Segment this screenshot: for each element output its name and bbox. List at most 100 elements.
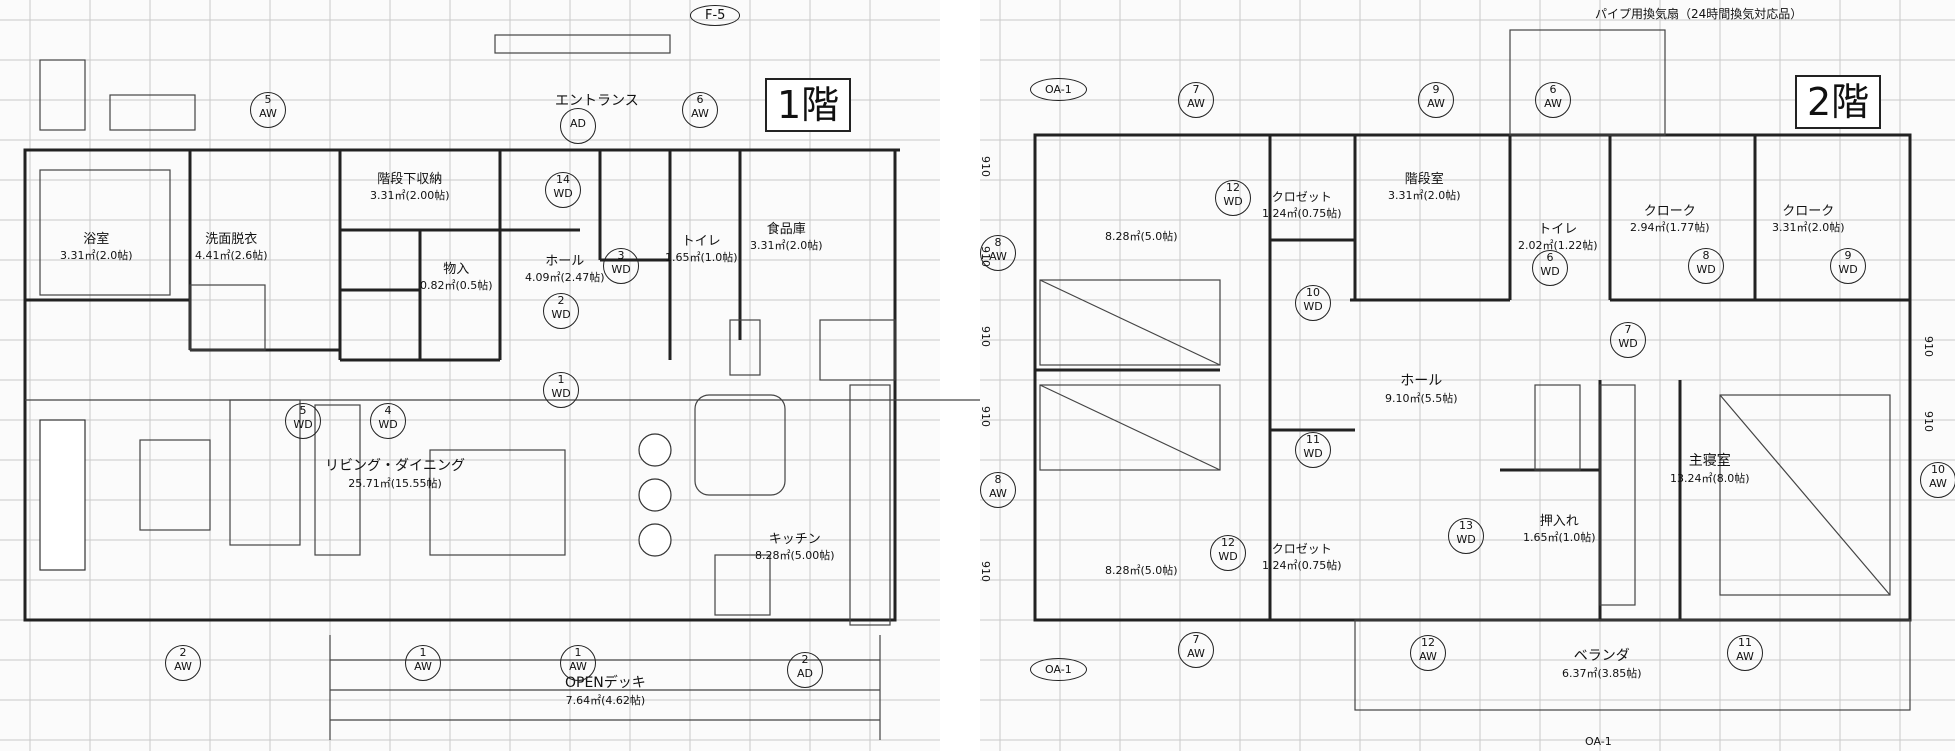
room-2f-hall: ホール 9.10㎡(5.5帖) xyxy=(1385,370,1458,406)
fitting-num: 13 xyxy=(1459,519,1473,532)
room-2f-toilet: トイレ 2.02㎡(1.22帖) xyxy=(1518,218,1598,253)
fitting-num: 8 xyxy=(994,236,1002,249)
room-name: 洗面脱衣 xyxy=(205,232,258,247)
floor-tag-1f: 1階 xyxy=(765,78,852,132)
room-name: 物入 xyxy=(443,262,470,277)
room-area: 1.24㎡(0.75帖) xyxy=(1262,559,1342,572)
fitting-num: 3 xyxy=(617,249,625,262)
fitting-num: 12 xyxy=(1226,181,1240,194)
fitting-num: 9 xyxy=(1432,83,1440,96)
fitting-num: 2 xyxy=(179,646,187,659)
room-name: 食品庫 xyxy=(766,222,806,237)
fitting-num: 12 xyxy=(1221,536,1235,549)
dim-label: 910 xyxy=(979,561,992,582)
room-2f-oshiire: 押入れ 1.65㎡(1.0帖) xyxy=(1523,510,1596,545)
oa-label: OA-1 xyxy=(1030,658,1087,681)
fitting-num: 11 xyxy=(1306,433,1320,446)
room-open-deck: OPENデッキ 7.64㎡(4.62帖) xyxy=(565,672,646,708)
room-name: 階段下収納 xyxy=(377,172,443,187)
fitting-num: 6 xyxy=(1549,83,1557,96)
oa-label: OA-1 xyxy=(1585,735,1612,748)
room-pantry: 食品庫 3.31㎡(2.0帖) xyxy=(750,218,823,253)
dim-label: 910 xyxy=(1922,411,1935,432)
fitting-type: WD xyxy=(551,307,571,321)
fitting-type: AW xyxy=(569,659,587,673)
fitting-type: AW xyxy=(989,249,1007,263)
room-area: 7.64㎡(4.62帖) xyxy=(565,694,646,707)
fitting-num: 1 xyxy=(574,646,582,659)
fitting-type: AW xyxy=(1419,649,1437,663)
room-area: 3.31㎡(2.0帖) xyxy=(60,249,133,262)
room-2f-cloak-b: クローク 3.31㎡(2.0帖) xyxy=(1772,200,1845,235)
fitting-type: AW xyxy=(691,106,709,120)
fitting-num: 2 xyxy=(801,653,809,666)
fitting-num: 8 xyxy=(994,473,1002,486)
fitting-type: AD xyxy=(797,666,813,680)
fitting-num: 10 xyxy=(1931,463,1945,476)
fitting-num: 8 xyxy=(1702,249,1710,262)
room-area: 8.28㎡(5.00帖) xyxy=(755,549,835,562)
fitting-type: WD xyxy=(1303,446,1323,460)
fitting-num: 1 xyxy=(419,646,427,659)
fitting-type: AW xyxy=(1187,96,1205,110)
room-name: クローク xyxy=(1643,204,1696,219)
fitting-type: AW xyxy=(1544,96,1562,110)
fitting-type: WD xyxy=(611,262,631,276)
room-2f-closet-a: クロゼット 1.24㎡(0.75帖) xyxy=(1262,188,1342,221)
fitting-num: 11 xyxy=(1738,636,1752,649)
fitting-num: 4 xyxy=(384,404,392,417)
room-name: ホール xyxy=(545,254,585,269)
room-2f-master-bedroom: 主寝室 13.24㎡(8.0帖) xyxy=(1670,450,1750,486)
room-name: ベランダ xyxy=(1573,648,1630,664)
fitting-type: WD xyxy=(1223,194,1243,208)
room-area: 3.31㎡(2.0帖) xyxy=(750,239,823,252)
fitting-type: AW xyxy=(1929,476,1947,490)
room-2f-veranda: ベランダ 6.37㎡(3.85帖) xyxy=(1562,645,1642,681)
fitting-type: WD xyxy=(378,417,398,431)
ventilation-note: パイプ用換気扇（24時間換気対応品） xyxy=(1595,7,1803,21)
room-area: 2.02㎡(1.22帖) xyxy=(1518,239,1598,252)
fitting-type: AW xyxy=(1187,646,1205,660)
fitting-type: AW xyxy=(1427,96,1445,110)
dim-label: 910 xyxy=(1922,336,1935,357)
room-name: 主寝室 xyxy=(1688,453,1731,469)
room-area: 1.65㎡(1.0帖) xyxy=(1523,531,1596,544)
fitting-num: 5 xyxy=(299,404,307,417)
room-name: クロゼット xyxy=(1271,190,1332,204)
room-living-dining: リビング・ダイニング 25.71㎡(15.55帖) xyxy=(325,455,465,491)
fitting-num: 7 xyxy=(1192,83,1200,96)
fitting-num: 1 xyxy=(557,373,565,386)
room-name: 階段室 xyxy=(1404,172,1444,187)
room-name: トイレ xyxy=(681,234,721,249)
fitting-num: AD xyxy=(570,117,586,130)
fitting-type: AW xyxy=(259,106,277,120)
room-area: 4.41㎡(2.6帖) xyxy=(195,249,268,262)
fitting-type: WD xyxy=(293,417,313,431)
room-name: 押入れ xyxy=(1539,514,1579,529)
room-area: 3.31㎡(2.0帖) xyxy=(1772,221,1845,234)
room-hall: ホール 4.09㎡(2.47帖) xyxy=(525,250,605,285)
fitting-type: WD xyxy=(1696,262,1716,276)
room-area: 1.65㎡(1.0帖) xyxy=(665,251,738,264)
room-area: 6.37㎡(3.85帖) xyxy=(1562,667,1642,680)
